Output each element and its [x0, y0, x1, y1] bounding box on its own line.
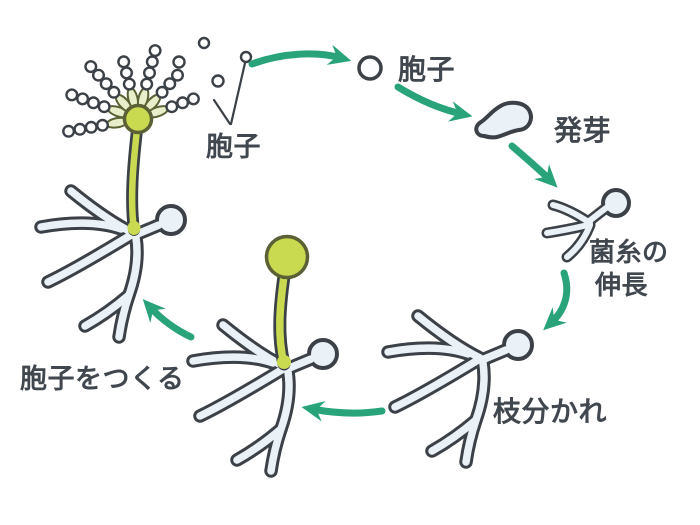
- germinating-spore-illustration: [474, 100, 533, 140]
- arrow-elongation-to-branching: [543, 269, 571, 331]
- released-spores: [172, 36, 253, 88]
- young-hypha-body: [193, 325, 337, 471]
- label-germination: 発芽: [553, 114, 611, 147]
- spore-chain: [62, 118, 109, 138]
- label-making-spores: 胞子をつくる: [19, 364, 184, 395]
- cycle-arrows: [142, 44, 571, 422]
- conidiophore-stalk: [126, 124, 143, 236]
- spore-chains: [62, 44, 200, 138]
- vesicle: [122, 103, 154, 135]
- label-hyphal-elongation-line2: 伸長: [594, 271, 649, 301]
- spore-chain: [165, 92, 200, 114]
- label-branching: 枝分かれ: [493, 395, 607, 428]
- spore-chain: [84, 60, 121, 99]
- spore-chain: [117, 55, 136, 91]
- young-stalk: [273, 269, 291, 371]
- mature-mold-illustration: [41, 36, 253, 337]
- mature-hypha-body: [41, 191, 185, 337]
- elongating-hypha-illustration: [541, 188, 631, 263]
- label-spore: 胞子: [397, 53, 455, 86]
- young-vesicle: [264, 234, 310, 280]
- spore-chain: [155, 68, 184, 99]
- arrow-germination-to-elongation: [508, 142, 558, 188]
- arrow-release-to-spore: [248, 44, 352, 68]
- arrow-branching-to-young: [301, 400, 386, 422]
- label-spores-pointer: 胞子: [205, 132, 261, 163]
- label-hyphal-elongation-line1: 菌糸の: [589, 238, 669, 268]
- spore-pointer-lines: [212, 61, 247, 126]
- young-conidiophore-illustration: [193, 234, 337, 472]
- single-spore-illustration: [357, 55, 383, 81]
- arrow-young-to-mature: [142, 299, 195, 341]
- arrow-spore-to-germination: [394, 83, 473, 122]
- spore-chain: [65, 88, 111, 114]
- branched-hypha-illustration: [388, 316, 532, 462]
- spore-chain: [140, 44, 162, 91]
